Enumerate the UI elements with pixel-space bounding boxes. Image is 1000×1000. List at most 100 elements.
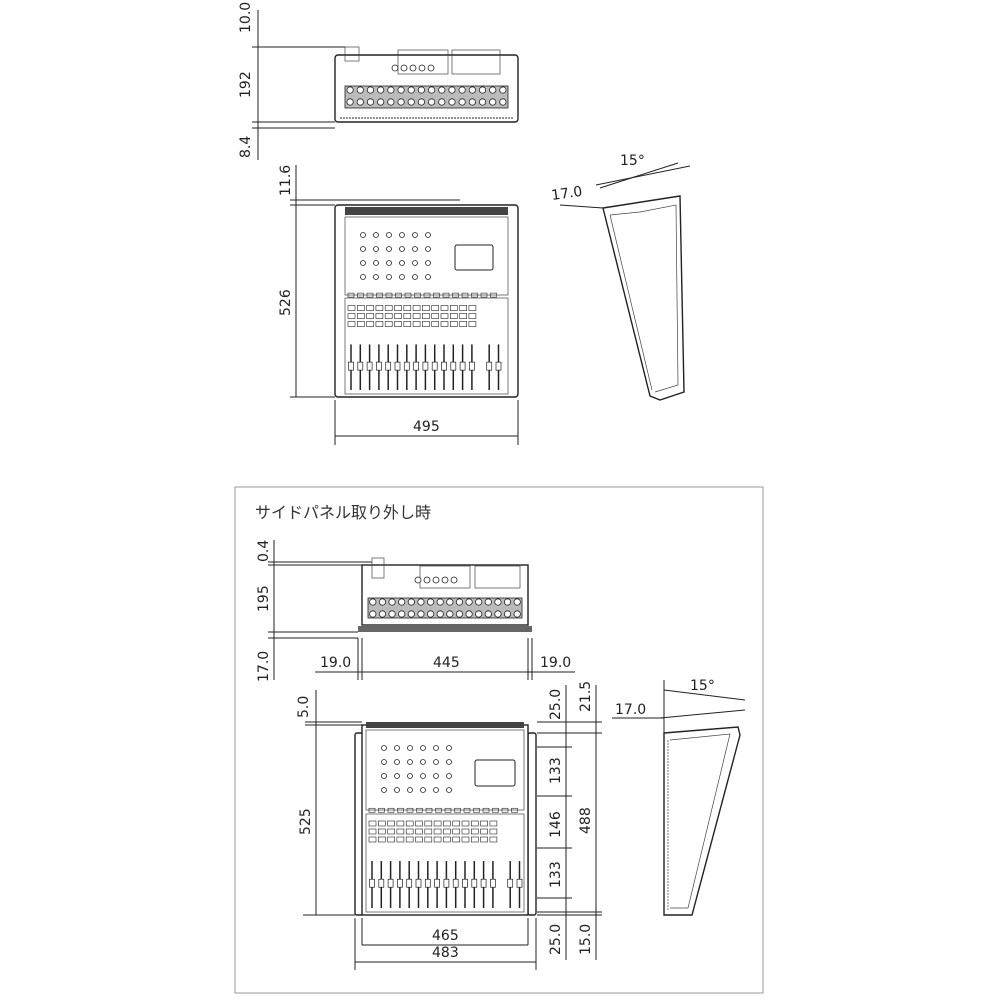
channel-button-icon (377, 828, 386, 835)
knob-icon (394, 745, 400, 751)
fader-cap-icon (366, 361, 373, 371)
knob-icon (399, 260, 405, 266)
fader-cap-icon (469, 361, 475, 371)
xlr-jack-icon (388, 598, 396, 606)
knob-icon (394, 787, 400, 793)
fader-cap-icon (462, 878, 468, 888)
xlr-jack-icon (489, 98, 497, 106)
dim-top-gap: 11.6 (278, 165, 294, 196)
channel-button-icon (384, 321, 393, 327)
channel-button-icon (387, 828, 395, 835)
xlr-jack-icon (436, 598, 444, 606)
channel-button-icon (384, 305, 393, 311)
knob-icon (412, 274, 418, 280)
dim-bottom: 8.4 (238, 136, 254, 158)
channel-button-icon (433, 828, 442, 835)
knob-icon (425, 232, 431, 238)
channel-button-icon (440, 313, 449, 319)
channel-button-icon (415, 836, 423, 843)
channel-button-icon (449, 305, 458, 311)
dim-right-ear: 19.0 (540, 655, 571, 671)
button-icon (454, 807, 461, 813)
fader-cap-icon (348, 361, 354, 371)
dim-right-top-a: 25.0 (548, 689, 564, 720)
button-icon (463, 807, 471, 813)
channel-button-icon (368, 820, 377, 827)
knob-icon (446, 759, 452, 765)
xlr-jack-icon (489, 86, 497, 94)
channel-button-icon (347, 305, 356, 311)
fader-cap-icon (480, 878, 487, 888)
xlr-jack-icon (455, 610, 464, 618)
fader-cap-icon (443, 878, 450, 888)
button-icon (368, 807, 376, 813)
channel-button-icon (440, 321, 449, 327)
channel-button-icon (443, 836, 451, 843)
button-icon (492, 807, 499, 813)
channel-button-icon (415, 820, 423, 827)
fader-cap-icon (369, 878, 375, 888)
fader-cap-icon (431, 361, 438, 371)
button-icon (395, 292, 402, 298)
xlr-jack-icon (407, 86, 415, 94)
xlr-jack-icon (458, 98, 466, 106)
knob-icon (420, 787, 426, 793)
channel-button-icon (387, 820, 395, 827)
fader-cap-icon (495, 361, 502, 371)
channel-button-icon (470, 820, 479, 827)
xlr-jack-icon (427, 98, 436, 106)
dim-inner-width: 445 (433, 655, 460, 671)
knob-icon (433, 787, 439, 793)
xlr-jack-icon (417, 98, 426, 106)
channel-button-icon (422, 313, 430, 319)
connector-icon (409, 64, 417, 72)
xlr-jack-icon (465, 598, 473, 606)
channel-button-icon (377, 836, 386, 843)
fader-cap-icon (471, 878, 478, 888)
dim-height: 195 (256, 585, 272, 612)
fader-cap-icon (422, 361, 429, 371)
channel-button-icon (489, 820, 498, 827)
xlr-jack-icon (398, 610, 406, 618)
channel-button-icon (459, 321, 467, 327)
channel-button-icon (375, 321, 384, 327)
xlr-jack-icon (397, 86, 405, 94)
channel-button-icon (431, 321, 440, 327)
channel-button-icon (443, 820, 451, 827)
fader-cap-icon (387, 878, 394, 888)
knob-icon (407, 773, 413, 779)
dim-width: 495 (413, 419, 440, 435)
xlr-jack-icon (465, 610, 473, 618)
rear-view-panels-removed (358, 557, 532, 632)
channel-button-icon (470, 836, 479, 843)
knob-icon (360, 274, 366, 280)
channel-button-icon (356, 305, 365, 311)
xlr-jack-icon (438, 98, 446, 106)
channel-button-icon (470, 828, 479, 835)
connector-icon (441, 576, 449, 584)
fader-cap-icon (452, 878, 459, 888)
side-view-panels-removed: 15° 17.0 (612, 678, 746, 916)
knob-icon (399, 246, 405, 252)
button-icon (433, 292, 440, 298)
channel-button-icon (443, 828, 451, 835)
button-icon (406, 807, 414, 813)
channel-button-icon (405, 820, 414, 827)
channel-button-icon (489, 828, 498, 835)
channel-button-icon (424, 828, 433, 835)
channel-button-icon (452, 836, 461, 843)
dim-right-bottom-a: 25.0 (548, 924, 564, 955)
xlr-jack-icon (478, 98, 487, 106)
channel-button-icon (384, 313, 393, 319)
fader-cap-icon (403, 361, 410, 371)
dim-depth: 525 (298, 808, 314, 835)
channel-button-icon (415, 828, 423, 835)
channel-button-icon (480, 836, 488, 843)
knob-icon (381, 787, 387, 793)
knob-icon (381, 773, 387, 779)
channel-button-icon (366, 313, 374, 319)
knob-icon (407, 759, 413, 765)
knob-icon (373, 232, 379, 238)
xlr-jack-icon (455, 598, 464, 606)
knob-icon (399, 274, 405, 280)
